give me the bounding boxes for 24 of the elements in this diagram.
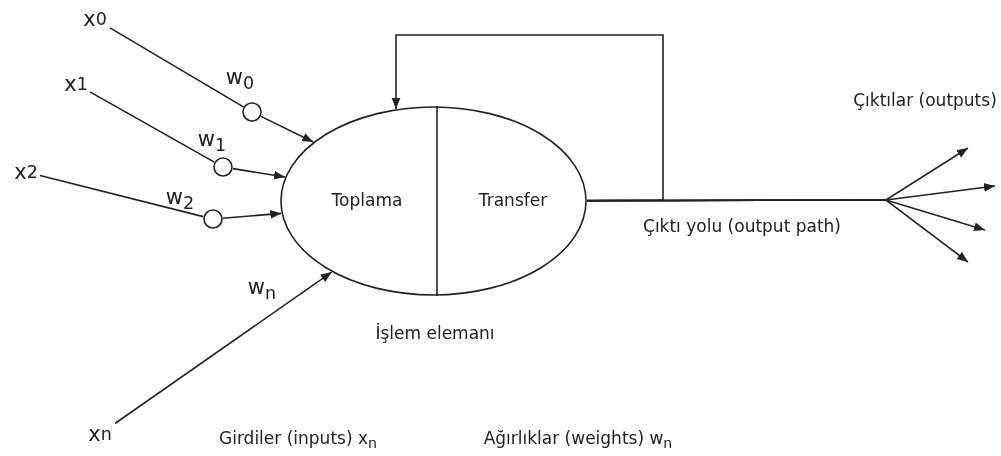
text-label: Çıktı yolu (output path): [643, 216, 841, 236]
weight-label: w$_{2}$: [165, 186, 195, 214]
arrow: [391, 34, 664, 202]
edge-label: w$_{n}$: [247, 276, 277, 304]
arrow: [586, 199, 969, 263]
connector-line: [89, 91, 216, 163]
arrow: [222, 209, 283, 219]
weight-circle: [203, 209, 223, 229]
arrow: [232, 167, 286, 180]
text-label: Ağırlıklar (weights) w$_{n}$: [483, 428, 673, 452]
connector-line: [39, 174, 205, 218]
node-label: İşlem elemanı: [375, 323, 495, 343]
arrow: [260, 115, 314, 143]
text-label: Girdiler (inputs) x$_{n}$: [219, 428, 377, 452]
connector-line: [109, 27, 245, 108]
weight-label: w$_{1}$: [197, 128, 227, 156]
arrow: [114, 271, 333, 425]
processing-element-ellipse: [280, 106, 587, 296]
weight-circle: [242, 102, 262, 122]
node-label: Toplama: [331, 190, 403, 210]
text-label: Çıktılar (outputs): [853, 90, 997, 110]
weight-label: w$_{0}$: [225, 66, 255, 94]
node-label: Transfer: [478, 190, 548, 210]
weight-circle: [213, 157, 233, 177]
